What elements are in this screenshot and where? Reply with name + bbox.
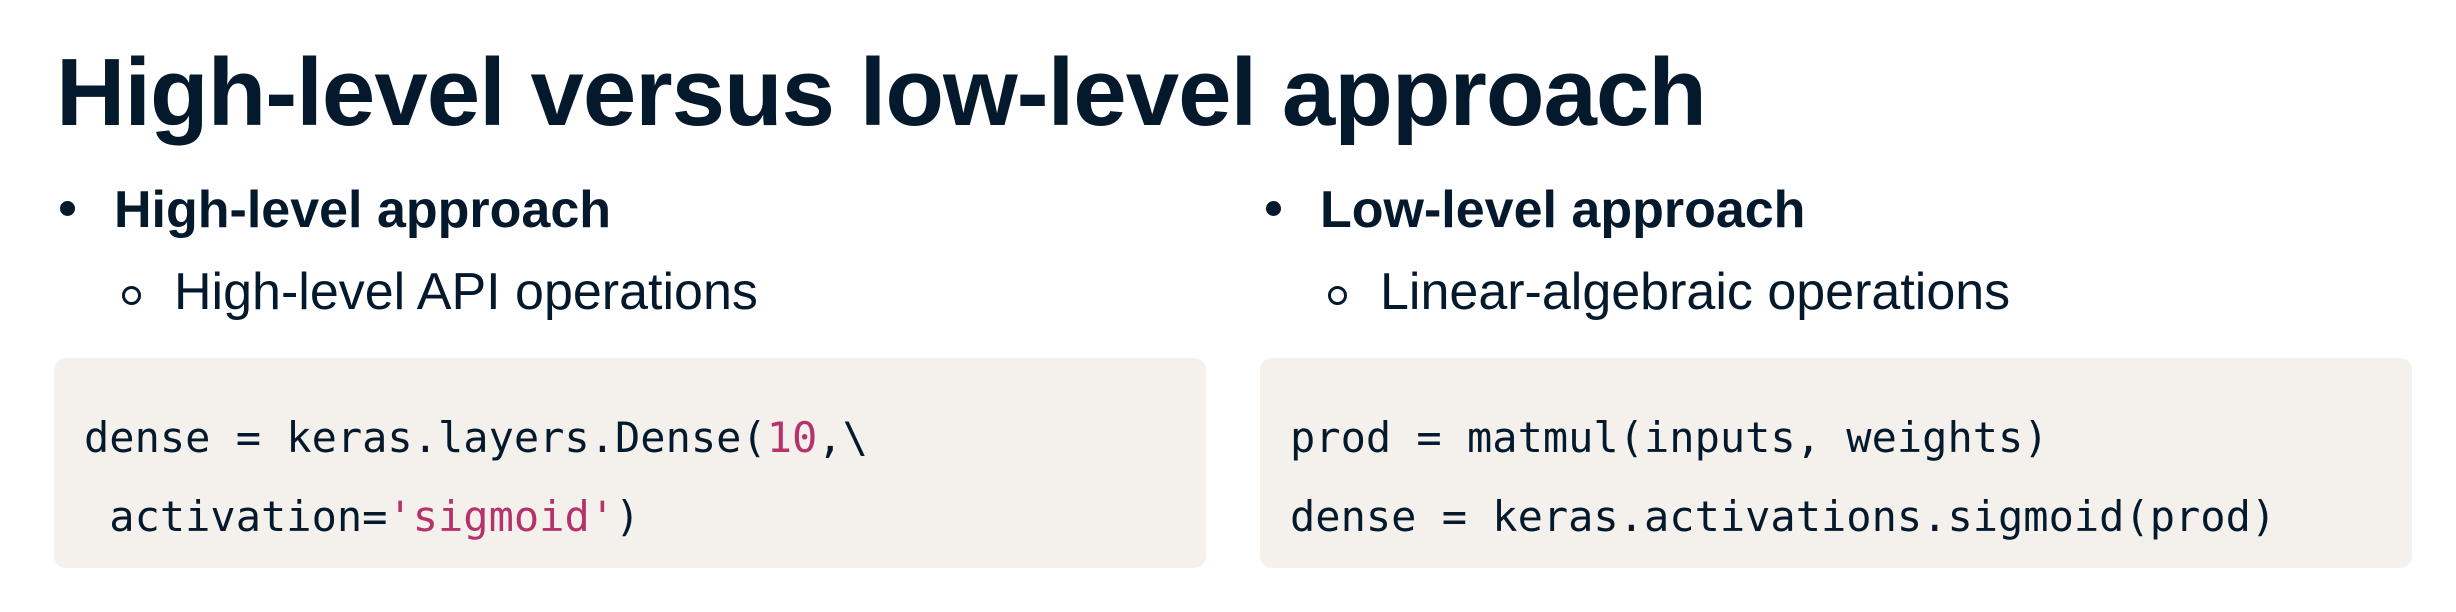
code-token: dense = keras.layers.Dense( (84, 413, 767, 462)
hollow-circle-icon (122, 286, 141, 305)
high-level-column: High-level approach High-level API opera… (54, 170, 1206, 338)
code-line: dense = keras.activations.sigmoid(prod) (1290, 492, 2277, 541)
bullet-dot-icon (1266, 201, 1281, 216)
low-level-column: Low-level approach Linear-algebraic oper… (1260, 170, 2412, 338)
high-level-code-block: dense = keras.layers.Dense(10,\ activati… (54, 358, 1206, 568)
sub-bullet-text: Linear-algebraic operations (1380, 263, 2011, 321)
bullet-item: High-level approach (54, 170, 1206, 254)
code-token: ) (615, 492, 641, 541)
bullet-heading: Low-level approach (1320, 181, 1806, 239)
code-line: dense = keras.layers.Dense(10,\ (84, 398, 1206, 477)
low-level-code-block: prod = matmul(inputs, weights) dense = ke… (1260, 358, 2412, 568)
hollow-circle-icon (1328, 286, 1347, 305)
slide-title: High-level versus low-level approach (56, 39, 1707, 146)
code-line: activation='sigmoid') (84, 477, 1206, 556)
sub-bullet-item: High-level API operations (54, 254, 1206, 338)
code-number: 10 (766, 413, 818, 462)
bullet-heading: High-level approach (114, 181, 611, 239)
bullet-dot-icon (60, 201, 75, 216)
code-token: activation= (84, 492, 388, 541)
code-line: prod = matmul(inputs, weights) (1290, 413, 2049, 462)
code-token: ,\ (817, 413, 868, 462)
sub-bullet-text: High-level API operations (174, 263, 758, 321)
code-string: 'sigmoid' (387, 492, 616, 541)
bullet-item: Low-level approach (1260, 170, 2412, 254)
sub-bullet-item: Linear-algebraic operations (1260, 254, 2412, 338)
